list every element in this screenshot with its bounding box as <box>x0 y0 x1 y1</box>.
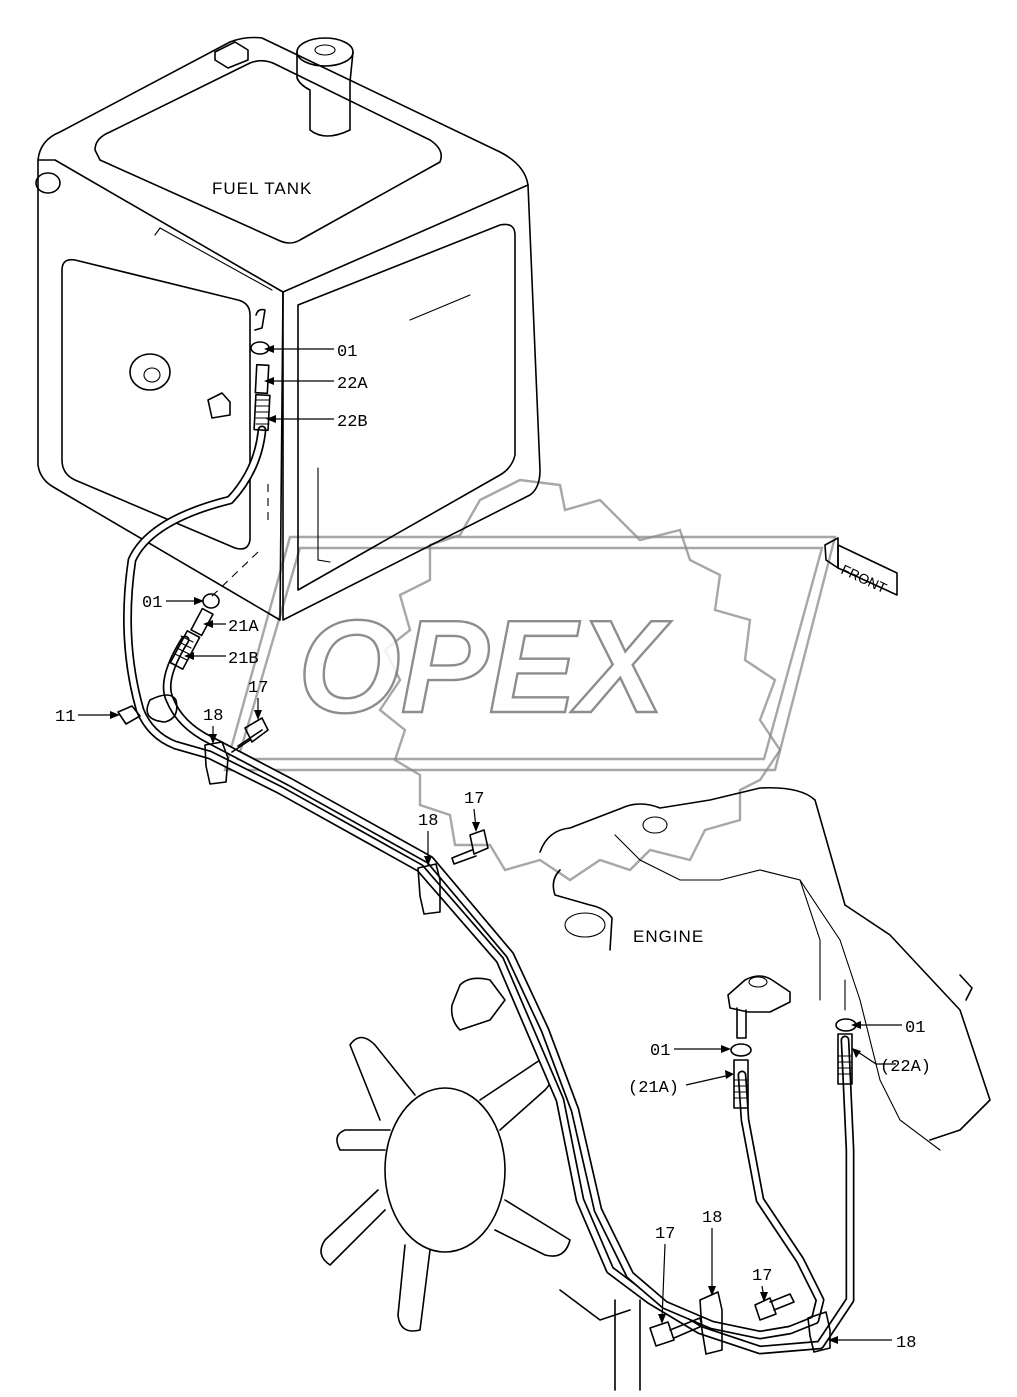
bolt-17-middle <box>451 829 489 865</box>
clamp-18-lower-left <box>699 1291 723 1355</box>
hose-loop <box>146 694 178 723</box>
tank-drain-plug-inner <box>143 367 161 383</box>
clip-11 <box>117 705 141 725</box>
hardware <box>117 705 831 1355</box>
callout-tank-lower-washer: 01 <box>142 594 162 613</box>
callout-bolt-lower-left: 17 <box>655 1225 675 1244</box>
engine-detail-2 <box>719 869 881 1081</box>
callout-clamp-middle: 18 <box>418 812 438 831</box>
engine-fitting-21a <box>733 1059 749 1109</box>
fuel-hoses <box>123 341 857 1355</box>
callout-clamp-upper: 18 <box>203 707 223 726</box>
callout-tank-hose-end-a: 22A <box>337 375 368 394</box>
tank-washer-01 <box>250 341 270 355</box>
bolt-17-upper <box>231 717 269 753</box>
fan-blade-1 <box>349 1036 416 1121</box>
tank-outlet-elbow <box>254 308 266 331</box>
tank-bracket <box>207 392 231 419</box>
filler-neck <box>296 51 354 137</box>
engine-front-cover <box>450 977 506 1031</box>
engine-detail-4 <box>879 1079 941 1151</box>
clamp-18-lower-right <box>807 1311 831 1353</box>
engine-fitting-21a-rings <box>733 1079 749 1099</box>
callout-tank-hose-end-b: 22B <box>337 413 368 432</box>
tank-side-knob <box>35 172 61 194</box>
callout-engine-washer-left: 01 <box>650 1042 670 1061</box>
engine-boss-2 <box>564 912 606 938</box>
callout-bolt-lower-right: 17 <box>752 1267 772 1286</box>
tank-top-ridge <box>154 227 273 291</box>
filler-cap-top <box>296 37 354 67</box>
tank-right-panel <box>297 223 516 591</box>
fuel-filter-head <box>727 975 791 1013</box>
engine-fitting-22a-rings <box>837 1055 853 1075</box>
watermark-gear <box>378 478 782 882</box>
tank-top-inner <box>94 59 443 244</box>
callout-tank-lower-hose-end-a: 21A <box>228 618 259 637</box>
callout-tank-washer: 01 <box>337 343 357 362</box>
fitting-21b-rings <box>174 635 194 661</box>
fitting-22b-rings <box>255 399 270 425</box>
engine-head <box>552 869 613 951</box>
tank-hidden-line-2 <box>209 551 259 599</box>
tank-ridge-2 <box>409 294 471 321</box>
tank-right-face <box>282 184 541 621</box>
fuel-tank <box>35 36 541 621</box>
tank-lower-washer-01 <box>202 593 220 609</box>
clamp-18-middle <box>417 863 441 915</box>
tank-top-block <box>214 41 249 69</box>
callout-bolt-upper: 17 <box>248 679 268 698</box>
front-tag: FRONT <box>824 537 898 596</box>
engine-fitting-22a <box>837 1033 853 1085</box>
callouts: 01 22A 22B 01 21A 21B 11 17 18 17 <box>55 343 931 1353</box>
fan-blade-6 <box>336 1129 391 1151</box>
clamp-18-upper <box>204 741 229 785</box>
fan-blade-3 <box>494 1199 571 1257</box>
engine-label: ENGINE <box>633 927 704 946</box>
engine-lower-mount <box>559 1289 631 1321</box>
watermark-frame-inner <box>236 546 824 761</box>
tank-top-outline <box>37 36 529 293</box>
watermark-frame-outer <box>223 535 837 772</box>
filter-outlet-stub <box>736 1007 747 1039</box>
callout-engine-washer-right: 01 <box>905 1019 925 1038</box>
callout-engine-hose-22a: (22A) <box>880 1058 931 1077</box>
engine-block-top <box>539 786 846 906</box>
tank-drain-plug <box>129 353 171 391</box>
callout-tank-lower-hose-end-b: 21B <box>228 650 259 669</box>
fuel-tank-label: FUEL TANK <box>212 179 312 198</box>
engine-washer-left <box>730 1043 752 1057</box>
callout-engine-hose-21a: (21A) <box>628 1079 679 1098</box>
fitting-22a <box>254 363 270 395</box>
fan-blade-5 <box>320 1189 386 1266</box>
tank-lower-post <box>317 467 331 563</box>
tank-left-face <box>37 159 284 621</box>
watermark-text: OPEX <box>298 593 672 740</box>
callout-clamp-lower-right: 18 <box>896 1334 916 1353</box>
callout-bolt-middle: 17 <box>464 790 484 809</box>
fan-hub <box>384 1087 506 1253</box>
callout-clamp-lower-left: 18 <box>702 1209 722 1228</box>
cooling-fan <box>320 1036 571 1332</box>
hose-21 <box>162 635 825 1340</box>
hose-22-inner <box>124 427 853 1353</box>
bolt-17-lower-right <box>754 1293 795 1321</box>
hose-22 <box>123 425 855 1355</box>
callout-clip: 11 <box>55 708 75 727</box>
hose-21-inner <box>164 637 823 1338</box>
front-tag-plate <box>837 544 898 596</box>
engine-detail-3 <box>799 879 821 1001</box>
fan-blade-4 <box>397 1244 431 1332</box>
fan-blade-2 <box>479 1059 553 1131</box>
opex-watermark: OPEX <box>223 478 837 882</box>
engine-detail-1 <box>614 834 721 881</box>
engine-side <box>844 904 991 1141</box>
tank-left-panel <box>61 258 251 550</box>
fuel-filter-cap <box>748 976 768 988</box>
engine-rear <box>959 974 973 1001</box>
engine-boss-1 <box>642 816 668 834</box>
fitting-22b <box>253 393 271 432</box>
filler-cap-inner <box>314 44 336 56</box>
